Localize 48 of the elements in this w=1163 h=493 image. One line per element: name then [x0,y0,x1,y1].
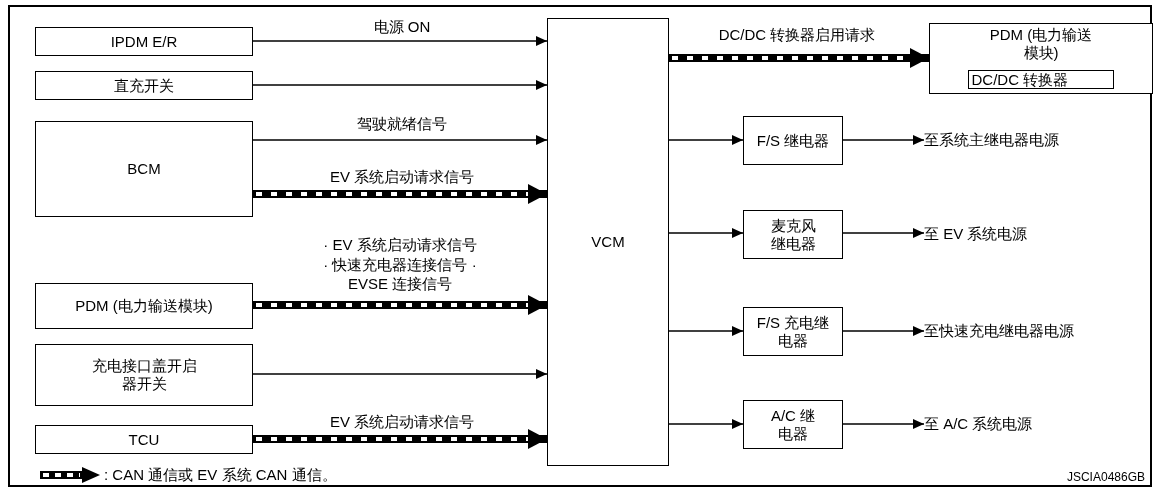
signal-arrow [842,135,925,145]
module-name: VCM [591,233,625,251]
module-name: A/C 继电器 [769,406,817,443]
signal-arrow [668,135,744,145]
module-box [35,283,253,329]
signal-arrow [842,326,925,336]
module-box [929,23,1153,94]
module-name: TCU [128,430,160,449]
module-box [743,400,843,449]
module-name: 直充开关 [114,76,174,95]
can-signal-arrow [253,429,547,449]
destination-label: 至快速充电继电器电源 [924,319,1154,343]
signal-arrow [842,228,925,238]
destination-label: 至 A/C 系统电源 [924,412,1154,436]
signal-arrow [668,419,744,429]
destination-label: 至 EV 系统电源 [924,222,1154,246]
component-box [967,69,1114,89]
signal-arrow [668,326,744,336]
destination-label: 至系统主继电器电源 [924,128,1154,152]
module-box [743,307,843,356]
module-name: F/S 继电器 [756,131,830,150]
module-name: PDM (电力输送模块) [75,297,213,315]
signal-arrow [252,36,548,46]
module-box [35,425,253,454]
can-signal-arrow [669,48,929,68]
signal-arrow [252,369,548,379]
module-name: 充电接口盖开启器开关 [90,357,198,393]
legend-text: : CAN 通信或 EV 系统 CAN 通信。 [104,466,337,485]
signal-arrow [252,80,548,90]
figure-code: JSCIA0486GB [1066,470,1145,484]
module-name: 麦克风继电器 [769,216,817,253]
module-box [35,71,253,100]
module-name: F/S 充电继电器 [755,313,831,350]
signal-arrow [842,419,925,429]
can-signal-arrow [253,295,547,315]
module-box [35,344,253,406]
module-box [35,27,253,56]
module-name: DC/DC 转换器 [971,71,1069,87]
module-box [547,18,669,466]
signal-arrow [252,135,548,145]
module-box [743,116,843,165]
signal-arrow [668,228,744,238]
module-box [743,210,843,259]
module-name: BCM [127,160,161,178]
module-name: PDM (电力输送模块) [988,26,1094,62]
module-box [35,121,253,217]
can-signal-arrow [253,184,547,204]
module-name: IPDM E/R [110,32,178,51]
